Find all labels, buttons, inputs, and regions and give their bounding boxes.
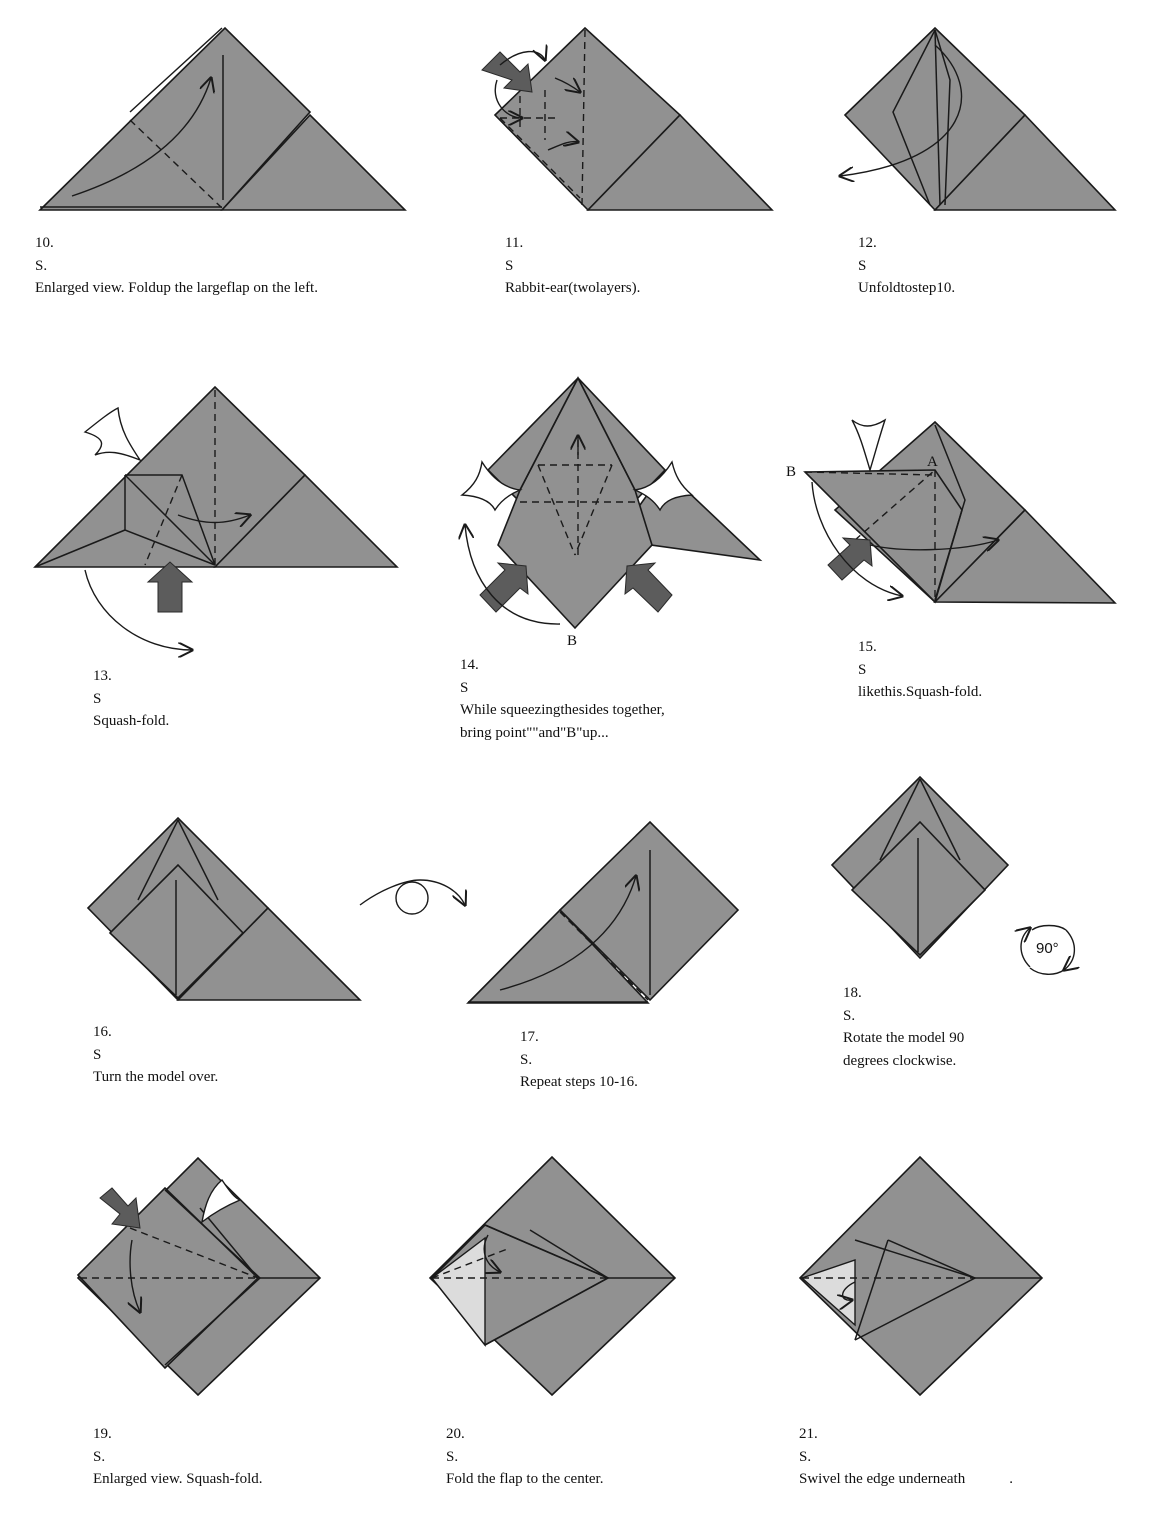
- point-label-b: B: [567, 633, 578, 649]
- step-10-caption: 10. S. Enlarged view. Foldup the largefl…: [35, 232, 318, 300]
- rotate-label: 90°: [1036, 940, 1059, 957]
- step-17-caption: 17. S. Repeat steps 10-16.: [520, 1026, 638, 1094]
- step-mark: S: [93, 690, 102, 707]
- step-text-tail: .: [1009, 1471, 1013, 1487]
- point-label-b: B: [786, 464, 797, 480]
- step-number: 19.: [93, 1426, 112, 1442]
- push-arrow-icon: [146, 561, 194, 613]
- step-mark: S.: [799, 1448, 812, 1465]
- step-number: 17.: [520, 1029, 539, 1045]
- step-number: 12.: [858, 235, 877, 251]
- eye-circle-icon: [395, 881, 429, 915]
- turn-over-symbol: [359, 879, 465, 915]
- push-arrow-icon: [624, 562, 673, 613]
- step-18-caption: 18. S. Rotate the model 90 degrees clock…: [843, 982, 964, 1072]
- step-16-diagram: [86, 816, 362, 1002]
- step-number: 10.: [35, 235, 54, 251]
- step-number: 13.: [93, 668, 112, 684]
- step-14-caption: 14. S While squeezingthesides together, …: [460, 654, 665, 744]
- rotate-90-icon: [1021, 924, 1074, 975]
- step-20-caption: 20. S. Fold the flap to the center.: [446, 1423, 603, 1491]
- step-17-diagram: [466, 820, 740, 1004]
- step-text: Enlarged view. Foldup the largeflap on t…: [35, 280, 318, 296]
- step-text: Rabbit-ear(twolayers).: [505, 280, 641, 296]
- step-number: 16.: [93, 1024, 112, 1040]
- step-15-caption: 15. S likethis.Squash-fold.: [858, 636, 982, 704]
- push-arrow-icon: [481, 51, 533, 93]
- step-mark: S: [858, 661, 867, 678]
- step-20-diagram: [428, 1155, 677, 1397]
- step-21-caption: 21. S. Swivel the edge underneath.: [799, 1423, 1013, 1491]
- step-text: Swivel the edge underneath.: [799, 1468, 1013, 1491]
- step-number: 20.: [446, 1426, 465, 1442]
- step-mark: S.: [93, 1448, 106, 1465]
- step-text: Enlarged view. Squash-fold.: [93, 1471, 263, 1487]
- step-10-diagram: [38, 26, 407, 211]
- step-text: likethis.Squash-fold.: [858, 684, 983, 700]
- step-15-diagram: [803, 418, 1117, 604]
- step-text: Repeat steps 10-16.: [520, 1074, 638, 1090]
- step-mark: S: [93, 1046, 102, 1063]
- step-text: Turn the model over.: [93, 1069, 219, 1085]
- step-number: 15.: [858, 639, 877, 655]
- step-21-diagram: [798, 1155, 1044, 1397]
- hollow-arrow-icon: [83, 406, 142, 462]
- step-16-caption: 16. S Turn the model over.: [93, 1021, 218, 1089]
- step-number: 11.: [505, 235, 524, 251]
- step-mark: S.: [520, 1051, 533, 1068]
- hollow-arrow-icon: [460, 460, 523, 512]
- step-text-main: Swivel the edge underneath: [799, 1471, 966, 1487]
- step-19-diagram: [76, 1156, 322, 1397]
- step-mark: S.: [35, 257, 48, 274]
- step-mark: S.: [446, 1448, 459, 1465]
- point-label-a: A: [927, 454, 938, 470]
- step-13-diagram: [33, 385, 399, 650]
- step-number: 21.: [799, 1426, 818, 1442]
- push-arrow-icon: [479, 562, 529, 613]
- step-mark: S.: [843, 1007, 856, 1024]
- step-mark: S: [460, 679, 469, 696]
- hollow-arrow-icon: [851, 418, 887, 473]
- step-11-caption: 11. S Rabbit-ear(twolayers).: [505, 232, 640, 300]
- step-text: Fold the flap to the center.: [446, 1471, 604, 1487]
- push-arrow-icon: [99, 1187, 141, 1229]
- push-arrow-icon: [827, 537, 873, 581]
- step-13-caption: 13. S Squash-fold.: [93, 665, 169, 733]
- step-number: 18.: [843, 985, 862, 1001]
- step-12-caption: 12. S Unfoldtostep10.: [858, 232, 955, 300]
- step-text: Squash-fold.: [93, 713, 170, 729]
- step-19-caption: 19. S. Enlarged view. Squash-fold.: [93, 1423, 263, 1491]
- step-text: degrees clockwise.: [843, 1052, 957, 1069]
- step-18-diagram: [830, 775, 1010, 960]
- step-14-diagram: [460, 376, 763, 630]
- step-text: While squeezingthesides together,: [460, 702, 665, 718]
- hollow-arrow-icon: [632, 460, 694, 512]
- step-11-diagram: [481, 26, 774, 212]
- step-text: Unfoldtostep10.: [858, 280, 956, 296]
- step-mark: S: [858, 257, 867, 274]
- step-text: bring point""and"B"up...: [460, 724, 609, 741]
- step-text: Rotate the model 90: [843, 1030, 965, 1046]
- hollow-arrow-icon: [200, 1178, 242, 1224]
- step-number: 14.: [460, 657, 479, 673]
- step-12-diagram: [840, 26, 1117, 212]
- step-mark: S: [505, 257, 514, 274]
